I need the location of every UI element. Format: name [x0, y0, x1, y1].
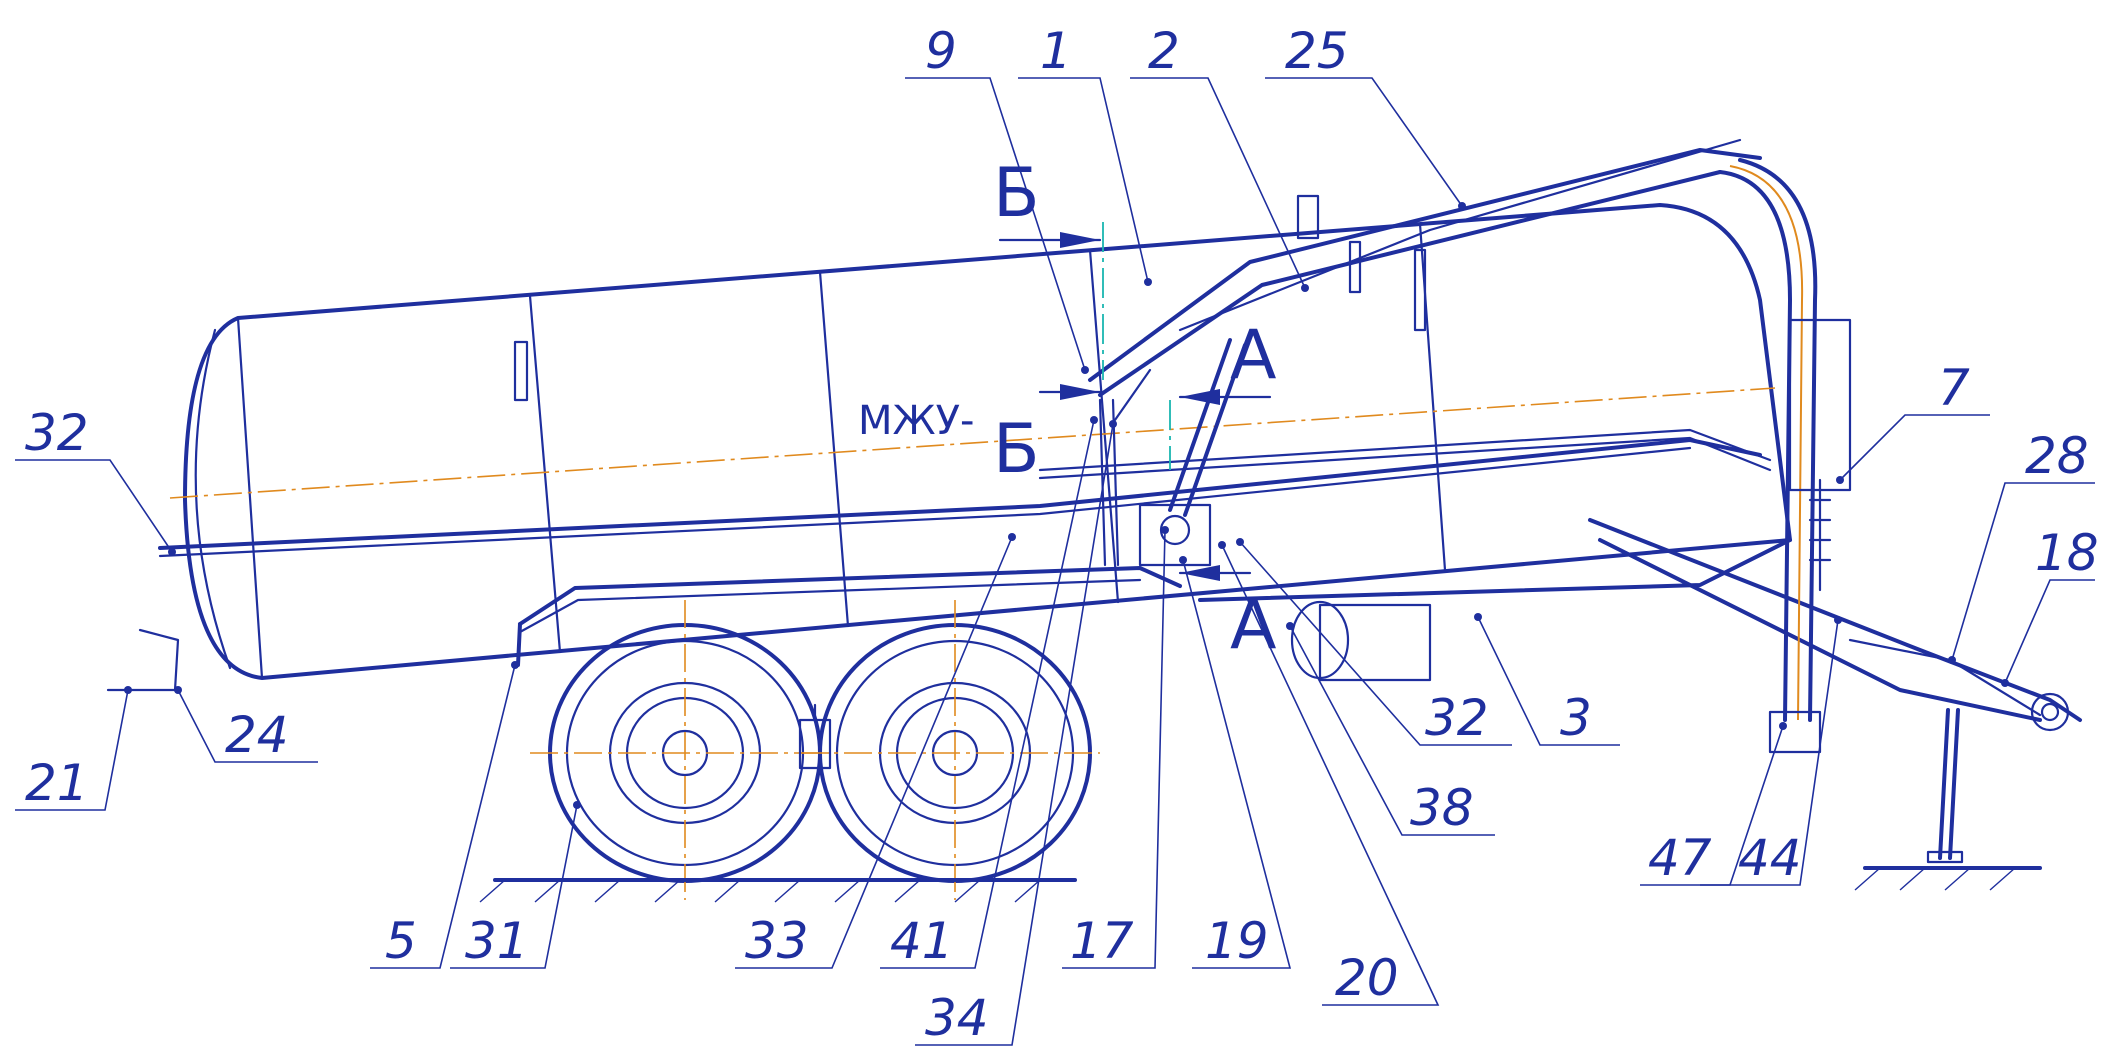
callout-18: 18 — [2035, 524, 2099, 582]
wheel-front — [800, 600, 1100, 900]
callout-leaders — [15, 77, 2095, 1046]
callout-21: 21 — [25, 754, 89, 812]
callout-9: 9 — [925, 22, 957, 80]
section-mark-a-top: А — [1230, 316, 1277, 395]
section-cut-lines — [998, 222, 1272, 581]
callout-32-mid: 32 — [1425, 689, 1489, 747]
callout-24: 24 — [225, 706, 289, 764]
callout-28: 28 — [2025, 427, 2089, 485]
section-mark-a-bottom: А — [1230, 586, 1277, 665]
tank-body — [158, 194, 1792, 680]
callout-1: 1 — [1040, 22, 1072, 80]
tank-model-label: МЖУ- — [858, 398, 974, 444]
callout-20: 20 — [1335, 949, 1399, 1007]
callout-17: 17 — [1070, 912, 1134, 970]
callout-41: 41 — [890, 912, 954, 970]
loading-boom — [1088, 138, 1852, 754]
ground-hatching — [479, 866, 2042, 903]
callout-19: 19 — [1205, 912, 1269, 970]
callout-47: 47 — [1648, 829, 1712, 887]
callout-34: 34 — [925, 989, 989, 1047]
section-mark-b-top: Б — [993, 154, 1040, 233]
callout-5: 5 — [385, 912, 417, 970]
callout-7: 7 — [1938, 359, 1970, 417]
callout-32-top: 32 — [25, 404, 89, 462]
wheel-rear — [530, 600, 830, 900]
callout-2: 2 — [1148, 22, 1180, 80]
section-mark-b-bottom: Б — [993, 410, 1040, 489]
callout-31: 31 — [465, 912, 529, 970]
callout-3: 3 — [1560, 689, 1592, 747]
callout-38: 38 — [1410, 779, 1474, 837]
callout-33: 33 — [745, 912, 809, 970]
callout-25: 25 — [1285, 22, 1349, 80]
chassis-frame — [106, 518, 2082, 864]
callout-44: 44 — [1738, 829, 1802, 887]
